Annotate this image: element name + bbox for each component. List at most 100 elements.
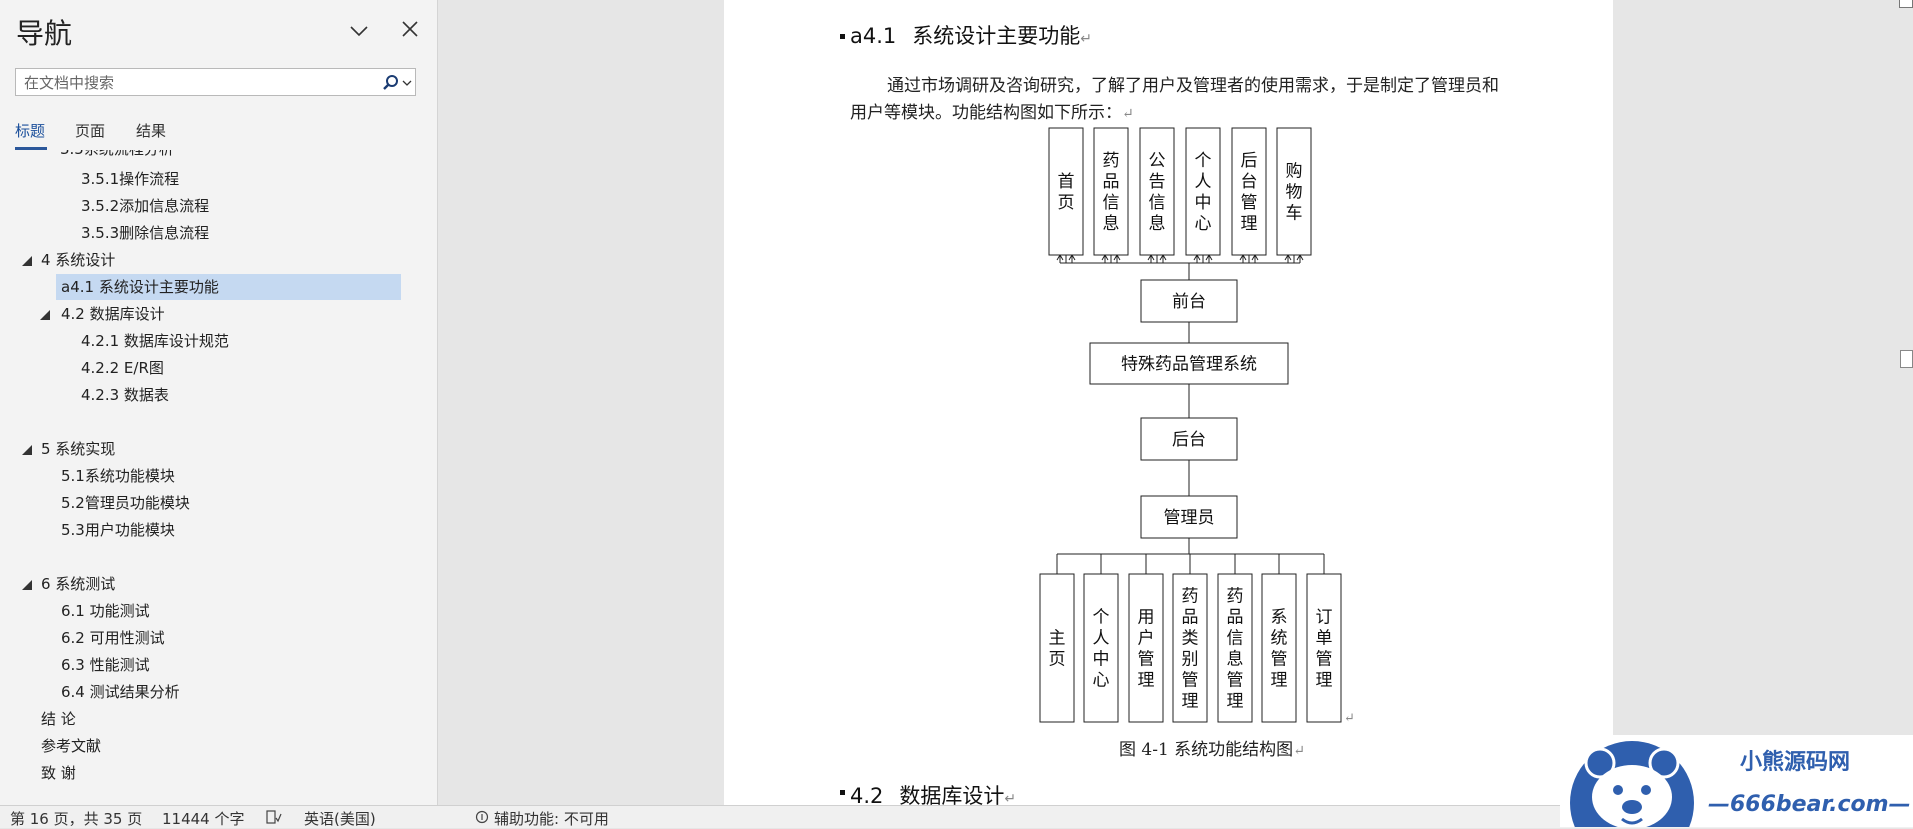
svg-text:后: 后 <box>1241 151 1258 171</box>
svg-text:管: 管 <box>1138 650 1155 670</box>
svg-text:信: 信 <box>1227 629 1244 649</box>
chevron-down-icon[interactable] <box>402 78 412 88</box>
paragraph-mark: ↵ <box>1080 31 1092 47</box>
tab-headings[interactable]: 标题 <box>15 122 46 140</box>
tree-item[interactable]: 6 系统测试 <box>41 575 116 593</box>
tree-item[interactable]: 6.3 性能测试 <box>61 656 150 674</box>
tree-item-selected[interactable]: a4.1 系统设计主要功能 <box>56 274 401 300</box>
svg-text:后台: 后台 <box>1172 430 1206 450</box>
tree-item[interactable]: 5.2管理员功能模块 <box>61 494 190 512</box>
tab-pages[interactable]: 页面 <box>75 122 106 140</box>
svg-text:特殊药品管理系统: 特殊药品管理系统 <box>1121 355 1257 375</box>
page-count[interactable]: 第 16 页，共 35 页 <box>10 810 143 828</box>
tree-item[interactable]: 5 系统实现 <box>41 440 116 458</box>
front-box[interactable]: 前台 <box>1140 279 1238 323</box>
language-indicator[interactable]: 英语(美国) <box>304 810 376 828</box>
svg-text:品: 品 <box>1227 608 1244 628</box>
front-module-box[interactable]: 首页 <box>1048 127 1084 256</box>
expand-triangle-icon[interactable] <box>22 580 32 590</box>
tree-item[interactable]: 4.2.2 E/R图 <box>81 359 164 377</box>
svg-text:公: 公 <box>1149 151 1166 171</box>
admin-box[interactable]: 管理员 <box>1140 495 1238 539</box>
accessibility-status[interactable]: 辅助功能: 不可用 <box>494 810 609 828</box>
search-icon[interactable] <box>382 74 400 92</box>
paragraph-mark: ↵ <box>1004 791 1017 805</box>
svg-text:理: 理 <box>1227 692 1244 712</box>
svg-text:品: 品 <box>1182 608 1199 628</box>
svg-text:页: 页 <box>1058 193 1075 213</box>
accessibility-icon[interactable] <box>474 810 490 824</box>
tree-item[interactable]: 致 谢 <box>41 764 76 782</box>
word-count[interactable]: 11444 个字 <box>162 810 245 828</box>
svg-text:中: 中 <box>1093 650 1110 670</box>
close-icon[interactable] <box>397 16 423 42</box>
tree-item[interactable]: 4.2.1 数据库设计规范 <box>81 332 229 350</box>
scrollbar-arrow[interactable] <box>1899 0 1913 8</box>
expand-triangle-icon[interactable] <box>40 310 50 320</box>
svg-text:管: 管 <box>1182 671 1199 691</box>
tree-item[interactable]: 4.2 数据库设计 <box>61 305 165 323</box>
search-box <box>15 68 416 96</box>
function-structure-diagram[interactable]: 首页药品信息公告信息个人中心后台管理购物车前台特殊药品管理系统后台管理员主页个人… <box>724 0 1613 735</box>
svg-text:理: 理 <box>1138 671 1155 691</box>
nav-title: 导航 <box>16 17 73 50</box>
tree-item[interactable]: 结 论 <box>41 710 76 728</box>
body-text: 用户等模块。功能结构图如下所示： <box>850 103 1122 123</box>
svg-text:药: 药 <box>1103 151 1120 171</box>
heading-4-2[interactable]: 4.2 数据库设计↵ <box>850 780 1016 805</box>
tab-results[interactable]: 结果 <box>136 122 167 140</box>
svg-text:息: 息 <box>1103 214 1120 234</box>
tree-item[interactable]: 6.4 测试结果分析 <box>61 683 180 701</box>
vertical-scrollbar-thumb[interactable] <box>1900 350 1913 368</box>
search-input[interactable] <box>22 71 376 95</box>
body-paragraph-line1[interactable]: 通过市场调研及咨询研究，了解了用户及管理者的使用需求，于是制定了管理员和 <box>887 76 1499 96</box>
admin-module-box[interactable]: 主页 <box>1039 573 1075 723</box>
expand-triangle-icon[interactable] <box>22 445 32 455</box>
back-box[interactable]: 后台 <box>1140 417 1238 461</box>
heading-text: 数据库设计 <box>899 784 1005 805</box>
svg-text:管: 管 <box>1316 650 1333 670</box>
tree-item[interactable]: 6.1 功能测试 <box>61 602 150 620</box>
tree-item[interactable]: 3.5.1操作流程 <box>81 170 180 188</box>
svg-text:品: 品 <box>1103 172 1120 192</box>
tree-item[interactable]: 5.3用户功能模块 <box>61 521 175 539</box>
tree-item[interactable]: 3.5系统流程分析 <box>60 150 174 162</box>
svg-text:信: 信 <box>1103 193 1120 213</box>
heading-number: 4.2 <box>850 784 884 805</box>
caption-text: 图 4-1 系统功能结构图 <box>1119 740 1294 760</box>
svg-text:管: 管 <box>1241 193 1258 213</box>
svg-text:理: 理 <box>1241 214 1258 234</box>
svg-text:管理员: 管理员 <box>1164 508 1215 528</box>
tree-item[interactable]: 6.2 可用性测试 <box>61 629 165 647</box>
front-module-box[interactable]: 购物车 <box>1276 127 1312 256</box>
tree-item[interactable]: 3.5.2添加信息流程 <box>81 197 210 215</box>
body-paragraph-line2[interactable]: 用户等模块。功能结构图如下所示：↵ <box>850 98 1134 123</box>
svg-text:个: 个 <box>1195 151 1212 171</box>
tree-item[interactable]: 4.2.3 数据表 <box>81 386 169 404</box>
svg-text:理: 理 <box>1316 671 1333 691</box>
system-box[interactable]: 特殊药品管理系统 <box>1089 342 1289 385</box>
chevron-down-icon[interactable] <box>346 18 372 44</box>
tree-item[interactable]: 5.1系统功能模块 <box>61 467 175 485</box>
tree-item[interactable]: 3.5.3删除信息流程 <box>81 224 210 242</box>
expand-triangle-icon[interactable] <box>22 256 32 266</box>
heading-bullet <box>840 34 845 39</box>
proofing-icon[interactable] <box>266 810 282 824</box>
svg-text:人: 人 <box>1195 172 1212 192</box>
heading-tree: 3.5系统流程分析 3.5.1操作流程 3.5.2添加信息流程 3.5.3删除信… <box>0 150 437 800</box>
tree-item[interactable]: 4 系统设计 <box>41 251 116 269</box>
watermark-logo: 小熊源码网 —666bear.com— <box>1560 735 1913 827</box>
tree-item[interactable]: 参考文献 <box>41 737 102 755</box>
